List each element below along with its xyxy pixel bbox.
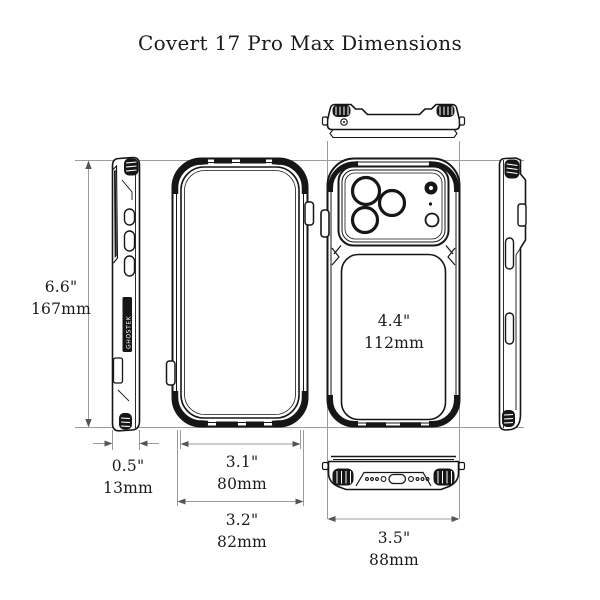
camera-lens-3 bbox=[377, 188, 407, 218]
side-view-right bbox=[498, 157, 527, 431]
side-latch bbox=[112, 357, 124, 384]
page-title: Covert 17 Pro Max Dimensions bbox=[137, 31, 463, 55]
height-inches: 6.6" bbox=[44, 278, 78, 296]
side-view-left: GHOSTEK bbox=[111, 156, 141, 432]
camera-lens-2 bbox=[350, 205, 380, 235]
case-width-mm: 82mm bbox=[217, 532, 267, 551]
top-grip-left bbox=[332, 104, 351, 117]
back-corner-grips bbox=[328, 161, 459, 426]
front-left-latch bbox=[165, 360, 176, 386]
bottom-ports bbox=[365, 473, 430, 485]
front-rim-segments bbox=[214, 159, 266, 426]
back-panel-dimension-label: 4.4" 112mm bbox=[359, 311, 429, 354]
back-lower-panel bbox=[340, 253, 447, 421]
lidar-circle bbox=[424, 212, 440, 228]
action-button bbox=[123, 208, 136, 226]
volume-up-button bbox=[123, 230, 136, 252]
dimension-arrowheads bbox=[85, 160, 460, 522]
height-mm: 167mm bbox=[31, 299, 91, 318]
side-width-mm: 13mm bbox=[103, 478, 153, 497]
case-width-inches: 3.2" bbox=[225, 511, 259, 529]
screen-width-dimension-label: 3.1" 80mm bbox=[209, 452, 275, 495]
camera-lens-1 bbox=[350, 175, 382, 207]
back-view bbox=[320, 157, 461, 428]
back-panel-mm: 112mm bbox=[364, 333, 424, 352]
front-corner-grips bbox=[172, 158, 308, 427]
height-dimension-label: 6.6" 167mm bbox=[28, 277, 94, 320]
bottom-grip-left bbox=[332, 468, 354, 486]
bottom-width-mm: 88mm bbox=[369, 550, 419, 569]
screen-width-mm: 80mm bbox=[217, 474, 267, 493]
brand-badge-text: GHOSTEK bbox=[126, 315, 133, 349]
front-power-button bbox=[304, 201, 315, 226]
top-view bbox=[321, 103, 466, 139]
side-width-inches: 0.5" bbox=[111, 457, 145, 475]
screen-width-inches: 3.1" bbox=[225, 453, 259, 471]
volume-down-button bbox=[123, 255, 136, 277]
back-side-tab bbox=[320, 209, 330, 238]
power-button bbox=[517, 203, 527, 227]
bottom-view bbox=[321, 455, 466, 491]
bottom-width-dimension-label: 3.5" 88mm bbox=[361, 528, 427, 571]
back-panel-inches: 4.4" bbox=[377, 312, 411, 330]
microphone-dot bbox=[428, 202, 433, 206]
side-width-dimension-label: 0.5" 13mm bbox=[95, 456, 161, 499]
side-left-bottom-grip bbox=[119, 413, 132, 430]
bottom-width-inches: 3.5" bbox=[377, 529, 411, 547]
side-cutout-1 bbox=[504, 237, 515, 270]
case-width-dimension-label: 3.2" 82mm bbox=[209, 510, 275, 553]
usb-c-port bbox=[388, 473, 407, 485]
bottom-grip-right bbox=[433, 468, 455, 486]
front-view bbox=[165, 157, 315, 428]
brand-badge bbox=[122, 297, 132, 352]
side-cutout-2 bbox=[504, 312, 515, 345]
top-grip-right bbox=[436, 104, 455, 117]
camera-plate bbox=[337, 165, 450, 247]
